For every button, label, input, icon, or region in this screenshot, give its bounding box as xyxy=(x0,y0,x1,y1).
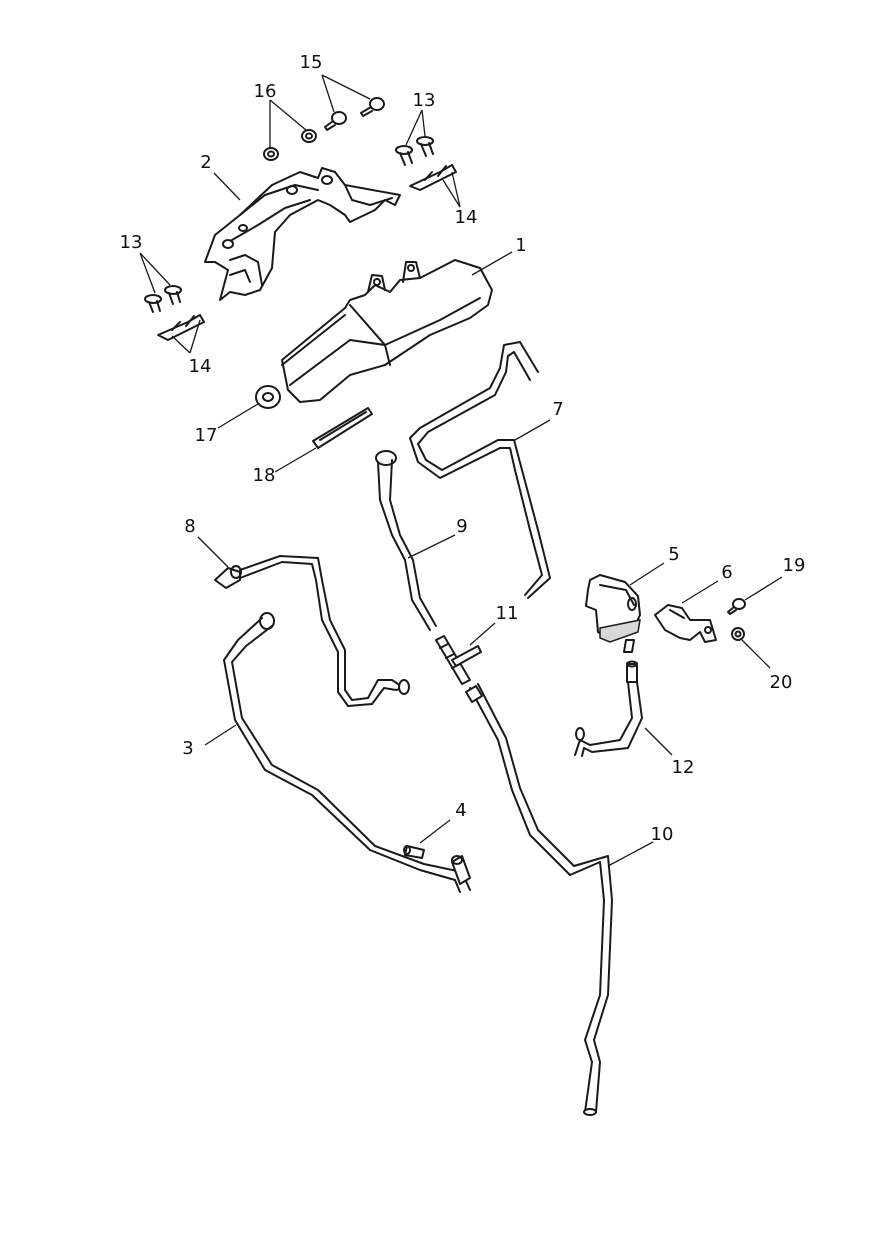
hose-part-12 xyxy=(574,660,643,757)
connector-part-11 xyxy=(435,635,482,685)
callout-18: 18 xyxy=(253,465,276,486)
clip-icon xyxy=(157,314,205,341)
callout-7: 7 xyxy=(552,399,563,420)
callout-13-lower: 13 xyxy=(120,232,143,253)
callout-17: 17 xyxy=(195,425,218,446)
callout-12: 12 xyxy=(672,757,695,778)
valve-part-5 xyxy=(585,574,641,653)
nut-icon xyxy=(731,627,745,641)
callout-13-upper: 13 xyxy=(413,90,436,111)
callout-9: 9 xyxy=(456,516,467,537)
bolt-icon xyxy=(324,97,385,131)
screw-icon xyxy=(395,136,434,166)
hose-part-9 xyxy=(375,450,437,631)
bolt-icon xyxy=(727,598,746,615)
bracket-part-6 xyxy=(654,604,717,643)
callout-11: 11 xyxy=(496,603,519,624)
leader-lines xyxy=(139,74,783,867)
bracket-part-2 xyxy=(204,167,401,301)
callout-6: 6 xyxy=(721,562,732,583)
clip-icon xyxy=(409,164,457,191)
callout-16: 16 xyxy=(254,81,277,102)
hose-part-8 xyxy=(214,555,410,707)
callout-14-upper: 14 xyxy=(455,207,478,228)
hose-part-7 xyxy=(409,341,551,599)
hose-part-10 xyxy=(465,683,613,1116)
callout-19: 19 xyxy=(783,555,806,576)
callout-14-lower: 14 xyxy=(189,356,212,377)
callout-15: 15 xyxy=(300,52,323,73)
callout-10: 10 xyxy=(651,824,674,845)
callout-20: 20 xyxy=(770,672,793,693)
callout-labels: 1 2 3 4 5 6 7 8 9 10 11 12 13 13 14 14 1… xyxy=(120,52,806,845)
callout-3: 3 xyxy=(182,738,193,759)
nut-icon xyxy=(263,129,317,161)
callout-4: 4 xyxy=(455,800,466,821)
callout-5: 5 xyxy=(668,544,679,565)
fitting-part-4 xyxy=(403,845,425,859)
hose-part-3 xyxy=(223,612,471,893)
callout-8: 8 xyxy=(184,516,195,537)
sleeve-icon xyxy=(312,407,373,449)
washer-icon xyxy=(255,385,281,409)
screw-icon xyxy=(144,285,182,313)
callout-1: 1 xyxy=(515,235,526,256)
canister-part-1 xyxy=(281,259,493,403)
callout-2: 2 xyxy=(200,152,211,173)
